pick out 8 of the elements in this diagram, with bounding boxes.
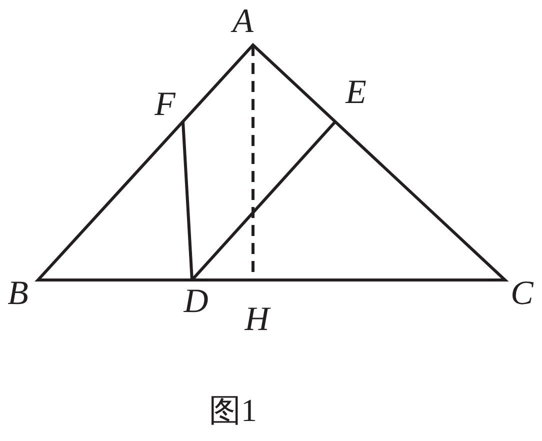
point-label: H	[244, 303, 270, 337]
point-label: F	[154, 88, 176, 122]
point-label: A	[232, 5, 254, 39]
point-label: E	[346, 76, 366, 110]
point-label: C	[510, 277, 534, 311]
figure-caption: 图1	[209, 393, 257, 427]
point-label: B	[8, 277, 28, 311]
point-label: D	[184, 285, 208, 319]
